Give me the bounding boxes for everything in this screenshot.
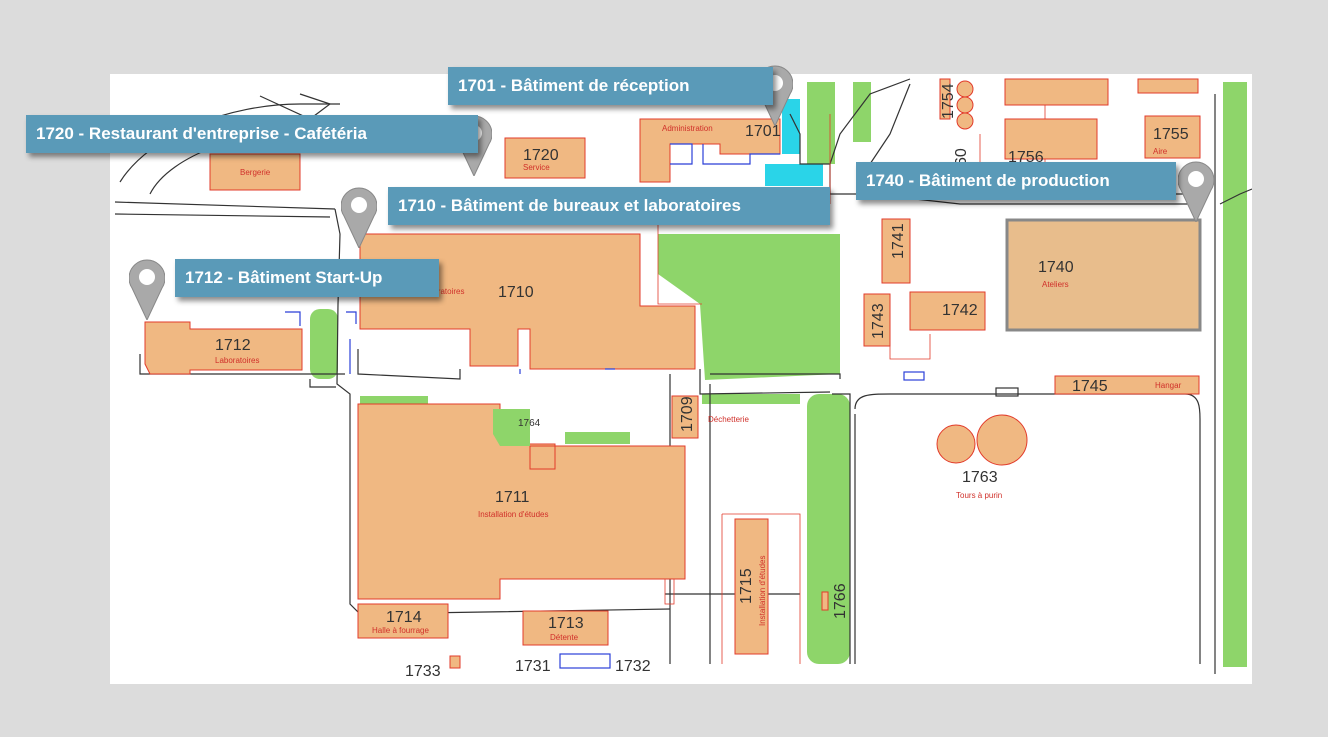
building-1754-number: 1754 [940, 83, 957, 119]
callout-1701[interactable]: 1701 - Bâtiment de réception [448, 67, 773, 105]
green-strip-south [702, 394, 800, 404]
callout-1740[interactable]: 1740 - Bâtiment de production [856, 162, 1176, 200]
building-1709 [671, 395, 699, 439]
building-1740 [1005, 218, 1202, 332]
building-1764-number: 1764 [518, 418, 541, 429]
building-1713-number: 1713 [548, 615, 584, 632]
building-1701-label: Administration [662, 124, 713, 133]
building-1755-number: 1755 [1153, 126, 1189, 143]
green-strip-south-west [360, 396, 428, 406]
building-1720-number: 1720 [523, 147, 559, 164]
green-area-1764 [493, 409, 530, 446]
building-1742 [909, 291, 986, 331]
building-1745 [1054, 375, 1200, 395]
building-1755 [1144, 115, 1201, 159]
building-1701 [639, 118, 781, 183]
building-1756-number: 1756 [1008, 149, 1044, 166]
building-1763-number: 1763 [962, 469, 998, 486]
building-1714-number: 1714 [386, 609, 422, 626]
building-1740-label: Ateliers [1042, 280, 1069, 289]
green-strip-north [807, 82, 835, 164]
callout-1720[interactable]: 1720 - Restaurant d'entreprise - Cafétér… [26, 115, 478, 153]
water-basin [782, 99, 800, 154]
green-strip-far-east [1223, 82, 1247, 667]
building-1712-number: 1712 [215, 337, 251, 354]
building-1711-number: 1711 [495, 489, 530, 506]
map-pin-icon[interactable] [129, 258, 165, 320]
building-1715-label: Installation d'études [758, 556, 767, 626]
callout-1712[interactable]: 1712 - Bâtiment Start-Up [175, 259, 439, 297]
building-1712-label: Laboratoires [215, 356, 259, 365]
building-1715-number: 1715 [738, 568, 755, 604]
building-1710-label: Laboratoires [420, 287, 464, 296]
building-1709-label: Déchetterie [708, 415, 749, 424]
building-1712 [144, 321, 303, 375]
building-1766-number: 1766 [832, 583, 849, 619]
green-area-west [310, 309, 338, 379]
water-basin-2 [765, 164, 823, 186]
building-1743-number: 1743 [870, 303, 887, 339]
building-1709-number: 1709 [679, 396, 696, 432]
building-1720 [504, 137, 586, 179]
building-1731-number: 1731 [515, 658, 551, 675]
map-pin-icon[interactable] [1178, 160, 1214, 222]
building-1763-label: Tours à purin [956, 491, 1002, 500]
building-1741-number: 1741 [890, 223, 907, 259]
building-1714-label: Halle à fourrage [372, 626, 429, 635]
building-1711-label: Installation d'études [478, 510, 548, 519]
building-1745-number: 1745 [1072, 378, 1108, 395]
building-1740-number: 1740 [1038, 259, 1074, 276]
building-1743 [863, 293, 891, 347]
building-1714 [357, 603, 449, 639]
building-1720-label: Service [523, 163, 550, 172]
building-1756 [1004, 118, 1098, 160]
green-area-center [658, 234, 840, 380]
bergerie-label: Bergerie [240, 168, 271, 177]
map-pin-icon[interactable] [341, 186, 377, 248]
building-1715 [734, 518, 769, 655]
building-1733-number: 1733 [405, 663, 441, 680]
building-1745-label: Hangar [1155, 381, 1182, 390]
building-1713-label: Détente [550, 633, 579, 642]
building-north-1 [1004, 78, 1109, 106]
building-north-2 [1137, 78, 1199, 94]
green-strip-1764 [565, 432, 630, 444]
building-1766 [821, 591, 829, 611]
green-strip-east [807, 394, 850, 664]
building-1742-number: 1742 [942, 302, 978, 319]
building-1710 [359, 233, 696, 370]
tower-1763-b [976, 414, 1028, 466]
building-1732-number: 1732 [615, 658, 651, 675]
building-1741 [881, 218, 911, 284]
building-1755-label: Aire [1153, 147, 1168, 156]
site-plan: Bergerie 1720 Service 1701 Administratio… [114, 78, 1252, 680]
building-1713 [522, 610, 609, 646]
building-1701-number: 1701 [745, 123, 781, 140]
callout-1710[interactable]: 1710 - Bâtiment de bureaux et laboratoir… [388, 187, 830, 225]
green-strip-north-2 [853, 82, 871, 142]
building-60-number: 60 [953, 148, 970, 166]
building-bergerie [209, 153, 301, 191]
tower-1763-a [936, 424, 976, 464]
building-1710-number: 1710 [498, 284, 534, 301]
